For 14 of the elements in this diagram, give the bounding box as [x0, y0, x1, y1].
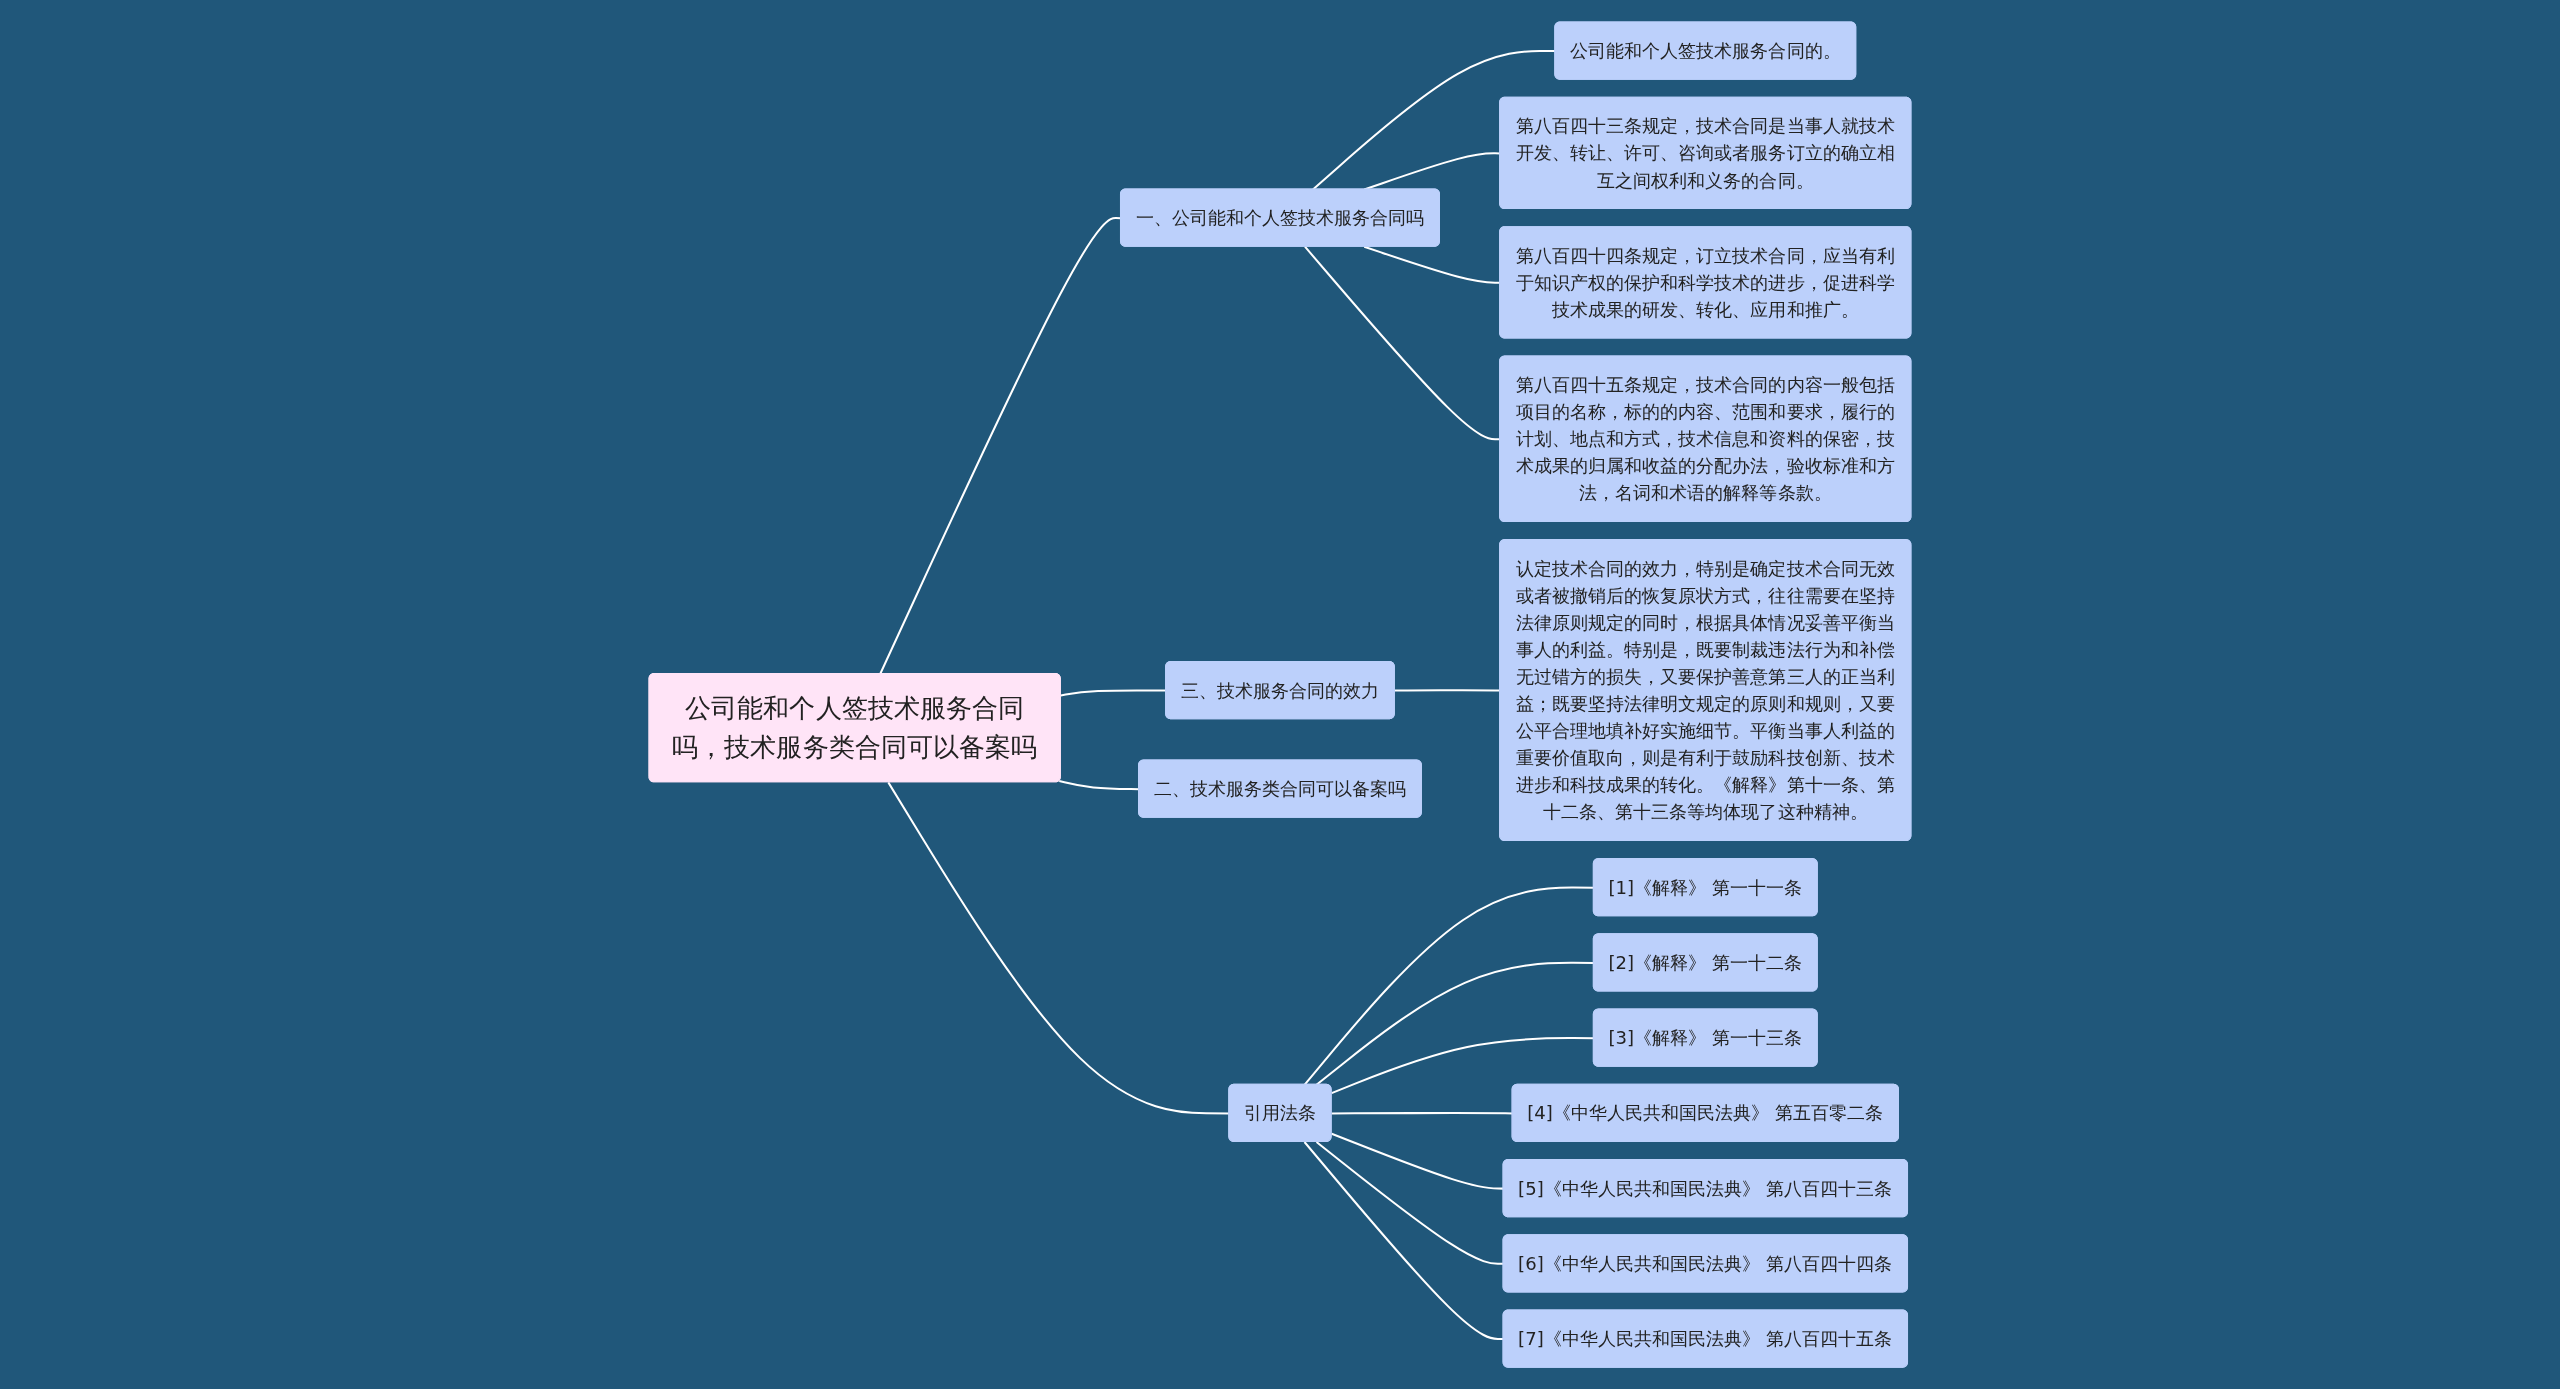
connector: [1331, 1036, 1594, 1094]
connector: [1315, 1141, 1504, 1265]
connector: [887, 781, 1230, 1115]
connector: [879, 216, 1121, 675]
connector: [1060, 689, 1167, 697]
connector: [1303, 1141, 1504, 1340]
connector: [1331, 1111, 1513, 1115]
connector: [1331, 1132, 1504, 1190]
connector: [1394, 689, 1501, 692]
connector: [1315, 961, 1594, 1086]
connector: [1363, 245, 1501, 284]
connector: [1059, 779, 1140, 791]
connector: [1304, 245, 1501, 441]
connector: [1303, 886, 1594, 1086]
